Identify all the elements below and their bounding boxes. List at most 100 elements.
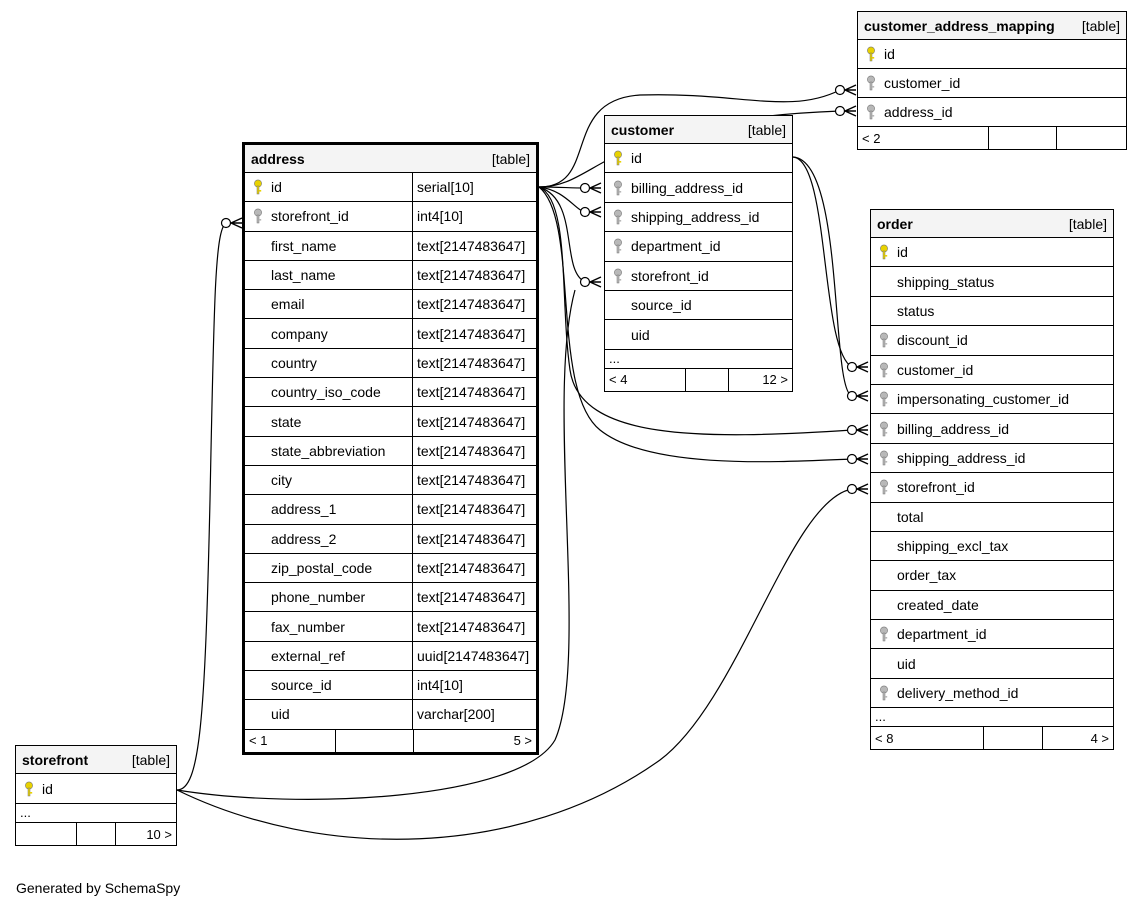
column-row-shipping-address-id[interactable]: shipping_address_id <box>605 203 792 233</box>
children-count[interactable]: 5 > <box>513 733 532 749</box>
column-row-created-date[interactable]: created_date <box>871 591 1113 621</box>
column-row-id[interactable]: id <box>605 144 792 174</box>
column-name: created_date <box>897 596 979 613</box>
column-type: text[2147483647] <box>412 583 536 612</box>
parents-count[interactable]: < 4 <box>605 368 686 391</box>
column-row-id[interactable]: id <box>16 774 176 804</box>
parents-count[interactable]: < 8 <box>871 727 984 750</box>
column-row-total[interactable]: total <box>871 503 1113 532</box>
parents-count[interactable] <box>16 823 77 845</box>
crows-foot-many <box>589 206 602 218</box>
column-row-id[interactable]: id <box>871 238 1113 268</box>
column-row-uid[interactable]: uid <box>871 649 1113 679</box>
column-row-customer-id[interactable]: customer_id <box>871 356 1113 385</box>
column-row-shipping-address-id[interactable]: shipping_address_id <box>871 444 1113 474</box>
crows-foot-many <box>856 390 869 402</box>
column-name: customer_id <box>884 75 961 91</box>
column-name: id <box>884 46 895 62</box>
column-name: billing_address_id <box>631 179 744 196</box>
column-row-status[interactable]: status <box>871 297 1113 327</box>
crows-foot-many <box>856 361 869 373</box>
foreign-key-icon <box>871 450 897 466</box>
table-header: order[table] <box>871 210 1113 238</box>
table-name: customer <box>611 121 675 138</box>
column-name: customer_id <box>897 361 974 378</box>
footer-spacer <box>686 368 729 391</box>
foreign-key-icon <box>858 75 884 91</box>
column-row-address-id[interactable]: address_id <box>858 98 1126 127</box>
children-count[interactable]: 10 > <box>146 826 172 842</box>
column-row-customer-id[interactable]: customer_id <box>858 69 1126 98</box>
parents-count[interactable]: < 1 <box>245 729 336 752</box>
column-row-storefront-id[interactable]: storefront_id <box>871 473 1113 503</box>
primary-key-icon <box>245 179 271 195</box>
column-name: department_id <box>631 238 721 255</box>
children-count[interactable]: 4 > <box>1090 730 1109 746</box>
optional-circle <box>846 390 858 402</box>
column-name: storefront_id <box>897 479 975 496</box>
foreign-key-icon <box>605 238 631 254</box>
table-type: [table] <box>1081 17 1120 34</box>
column-row-id[interactable]: id <box>858 40 1126 69</box>
column-row-uid[interactable]: uid <box>605 320 792 350</box>
column-row-billing-address-id[interactable]: billing_address_id <box>871 414 1113 444</box>
column-name: state_abbreviation <box>271 442 386 459</box>
column-row-impersonating-customer-id[interactable]: impersonating_customer_id <box>871 385 1113 415</box>
foreign-key-icon <box>605 268 631 284</box>
column-type: text[2147483647] <box>412 465 536 495</box>
column-row-storefront-id[interactable]: storefront_id <box>605 262 792 291</box>
optional-circle <box>846 483 858 495</box>
table-storefront[interactable]: storefront[table]id...10 > <box>15 745 177 846</box>
children-count[interactable] <box>1057 127 1126 149</box>
column-row-billing-address-id[interactable]: billing_address_id <box>605 173 792 203</box>
column-row-order-tax[interactable]: order_tax <box>871 561 1113 591</box>
column-name: address_1 <box>271 501 337 518</box>
column-row-department-id[interactable]: department_id <box>871 620 1113 650</box>
column-name: billing_address_id <box>897 420 1010 437</box>
relationship-edge <box>538 186 853 436</box>
foreign-key-icon <box>871 391 897 407</box>
generated-by-footer: Generated by SchemaSpy <box>16 880 181 896</box>
column-type: text[2147483647] <box>412 319 536 348</box>
column-row-source-id[interactable]: source_id <box>605 291 792 321</box>
column-row-delivery-method-id[interactable]: delivery_method_id <box>871 679 1113 709</box>
children-count[interactable]: 12 > <box>762 372 788 388</box>
column-type: text[2147483647] <box>412 524 536 553</box>
foreign-key-icon <box>871 479 897 495</box>
parents-count[interactable]: < 2 <box>858 127 989 149</box>
column-row-shipping-status[interactable]: shipping_status <box>871 267 1113 297</box>
column-row-shipping-excl-tax[interactable]: shipping_excl_tax <box>871 532 1113 562</box>
column-name: id <box>271 179 282 196</box>
column-row-department-id[interactable]: department_id <box>605 232 792 262</box>
column-name: source_id <box>271 677 332 694</box>
optional-circle <box>834 105 846 117</box>
foreign-key-icon <box>858 104 884 120</box>
column-row-discount-id[interactable]: discount_id <box>871 326 1113 356</box>
optional-circle <box>846 453 858 465</box>
table-header: storefront[table] <box>16 746 176 774</box>
